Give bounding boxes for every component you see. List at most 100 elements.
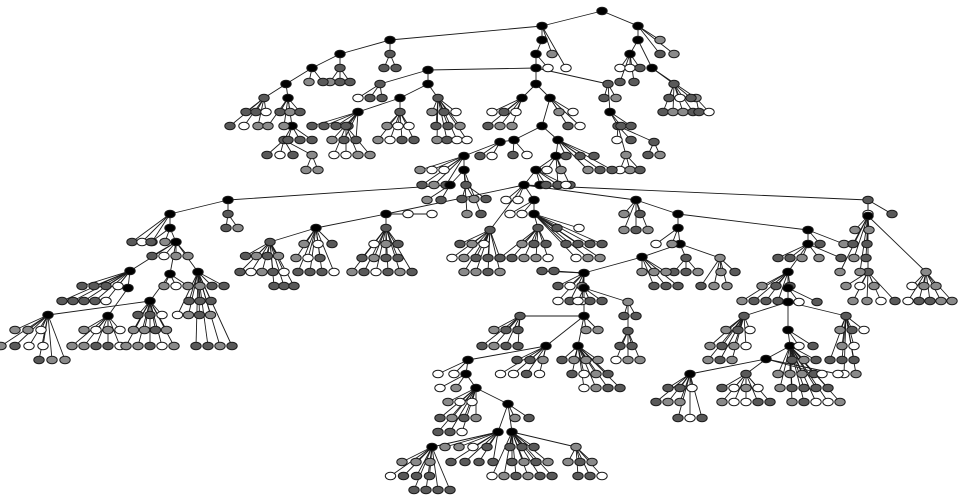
tree-node-gray	[454, 121, 466, 131]
tree-node-dark	[862, 195, 874, 205]
tree-node-dark	[738, 311, 750, 321]
tree-node-gray	[102, 325, 114, 335]
tree-node-black	[492, 427, 504, 437]
tree-node-dark	[494, 253, 506, 263]
tree-node-dark	[218, 281, 230, 291]
tree-node-white	[567, 107, 579, 117]
tree-node-white	[451, 135, 463, 145]
tree-edge	[389, 25, 543, 41]
tree-node-gray	[170, 251, 182, 261]
tree-node-gray	[22, 325, 34, 335]
tree-node-white	[156, 341, 168, 351]
tree-node-dark	[146, 251, 158, 261]
tree-node-white	[384, 471, 397, 481]
tree-node-dark	[654, 49, 666, 59]
tree-node-gray	[918, 281, 930, 291]
tree-node-dark	[540, 239, 552, 249]
tree-node-dark	[193, 310, 206, 320]
tree-node-dark	[194, 296, 206, 306]
tree-node-black	[782, 325, 794, 335]
tree-edge	[445, 155, 465, 186]
tree-node-white	[432, 369, 444, 379]
tree-edge	[309, 227, 317, 273]
tree-node-gray	[194, 281, 206, 291]
tree-node-dark	[500, 325, 512, 335]
tree-nodes	[0, 6, 958, 495]
tree-node-gray	[622, 355, 634, 365]
tree-node-white	[403, 121, 415, 131]
tree-node-dark	[672, 413, 684, 423]
tree-node-gray	[214, 341, 226, 351]
tree-node-white	[467, 442, 479, 452]
tree-node-dark	[432, 427, 444, 437]
tree-node-gray	[622, 297, 634, 307]
tree-node-gray	[298, 239, 310, 249]
tree-node-gray	[553, 107, 565, 117]
tree-edge	[541, 10, 603, 27]
tree-node-white	[158, 251, 170, 261]
tree-node-dark	[835, 253, 847, 263]
tree-edge	[583, 256, 643, 274]
tree-node-dark	[786, 383, 798, 393]
tree-node-gray	[930, 281, 942, 291]
tree-node-dark	[454, 239, 466, 249]
tree-node-gray	[840, 281, 852, 291]
tree-node-gray	[624, 165, 636, 175]
tree-node-dark	[540, 180, 552, 190]
tree-node-gray	[774, 383, 786, 393]
tree-edge	[533, 213, 589, 259]
tree-node-gray	[580, 325, 592, 335]
tree-node-black	[384, 35, 396, 45]
tree-node-gray	[847, 296, 859, 306]
tree-node-dark	[358, 267, 370, 277]
tree-node-gray	[380, 239, 392, 249]
tree-edge	[516, 345, 547, 361]
tree-edge	[137, 300, 151, 347]
tree-node-gray	[262, 121, 274, 131]
tree-node-dark	[102, 341, 114, 351]
tree-node-dark	[634, 209, 646, 219]
tree-node-dark	[326, 239, 338, 249]
tree-edge	[679, 243, 721, 259]
tree-edge	[385, 227, 413, 273]
tree-node-white	[810, 397, 822, 407]
tree-node-gray	[660, 267, 672, 277]
tree-node-dark	[630, 225, 642, 235]
tree-node-dark	[459, 457, 471, 467]
tree-edge	[107, 287, 129, 317]
tree-node-gray	[522, 471, 534, 481]
tree-node-dark	[602, 369, 614, 379]
tree-node-dark	[314, 253, 326, 263]
tree-edge	[526, 345, 547, 375]
tree-node-dark	[836, 355, 848, 365]
tree-node-gray	[284, 107, 296, 117]
tree-node-white	[402, 209, 414, 219]
tree-node-dark	[630, 311, 642, 321]
tree-node-dark	[222, 209, 234, 219]
tree-node-dark	[316, 267, 328, 277]
tree-node-gray	[78, 341, 90, 351]
tree-node-dark	[552, 281, 564, 291]
tree-node-dark	[514, 311, 526, 321]
tree-node-black	[508, 135, 520, 145]
tree-node-black	[596, 6, 608, 16]
tree-node-dark	[625, 135, 637, 145]
tree-node-gray	[516, 239, 528, 249]
tree-node-white	[312, 239, 324, 249]
tree-node-black	[782, 297, 794, 307]
tree-edge	[707, 315, 745, 361]
tree-node-white	[112, 281, 124, 291]
tree-node-white	[728, 383, 740, 393]
tree-node-dark	[498, 107, 510, 117]
tree-node-white	[578, 369, 590, 379]
tree-node-gray	[506, 121, 518, 131]
tree-node-black	[310, 223, 322, 233]
tree-node-dark	[574, 457, 586, 467]
tree-node-gray	[346, 267, 358, 277]
tree-edge	[47, 300, 151, 316]
tree-node-dark	[350, 135, 362, 145]
tree-node-white	[793, 341, 805, 351]
tree-node-dark	[889, 296, 901, 306]
tree-edge	[47, 314, 53, 361]
tree-node-dark	[250, 107, 262, 117]
